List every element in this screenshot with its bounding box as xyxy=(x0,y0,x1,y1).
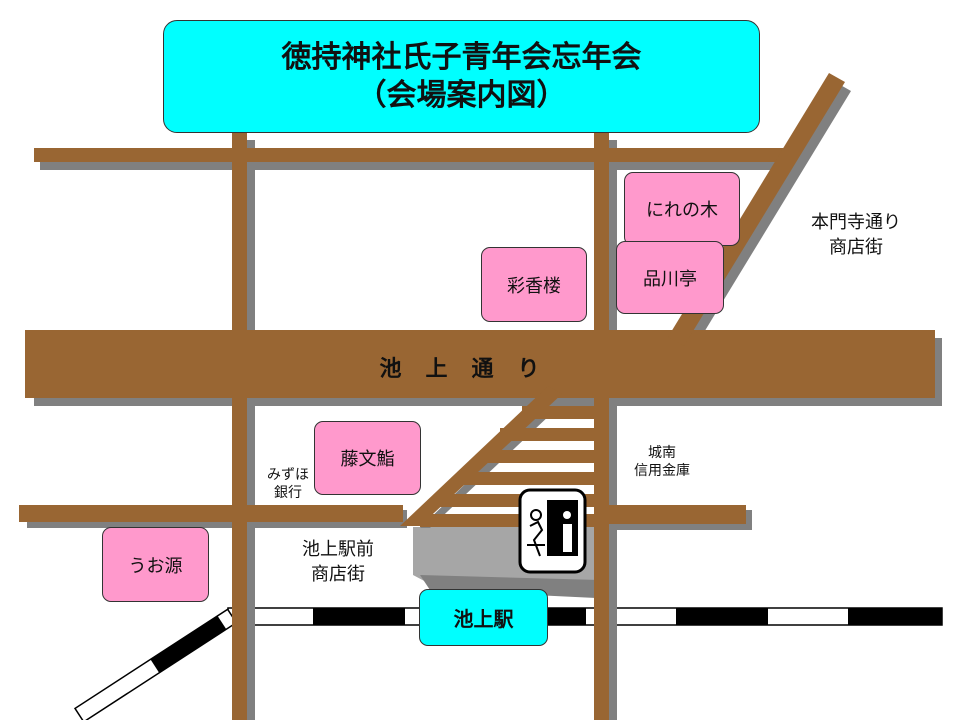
landmark-jonan-line2: 信用金庫 xyxy=(634,463,690,479)
railway-line xyxy=(227,607,943,626)
ekimae-road xyxy=(19,505,403,522)
landmark-jonan-shinkin: 城南 信用金庫 xyxy=(622,444,702,480)
area-label-ekimae-line1: 池上駅前 xyxy=(302,539,374,560)
map-title: 徳持神社氏子青年会忘年会 xyxy=(281,39,642,75)
area-label-ekimae: 池上駅前 商店街 xyxy=(283,537,393,587)
public-toilet-icon xyxy=(518,488,587,574)
top-road xyxy=(34,148,792,162)
area-label-honmonji: 本門寺通り 商店街 xyxy=(796,210,916,260)
road-label-ikegami-dori: 池 上 通 り xyxy=(379,357,541,382)
landmark-jonan-line1: 城南 xyxy=(648,445,676,461)
venue-shinagawatei[interactable]: 品川亭 xyxy=(616,241,724,314)
venue-nirenoki[interactable]: にれの木 xyxy=(624,172,740,246)
landmark-mizuho-bank: みずほ 銀行 xyxy=(258,466,318,502)
west-vertical-road xyxy=(232,130,247,720)
venue-saikoro[interactable]: 彩香楼 xyxy=(481,247,587,322)
landmark-mizuho-line1: みずほ xyxy=(267,467,309,483)
station-platform-shadow xyxy=(420,575,600,598)
area-label-honmonji-line1: 本門寺通り xyxy=(811,212,901,233)
venue-fujibunzushi[interactable]: 藤文鮨 xyxy=(314,421,421,495)
landmark-mizuho-line2: 銀行 xyxy=(274,485,302,501)
railway-branch xyxy=(73,608,238,720)
area-label-honmonji-line2: 商店街 xyxy=(829,237,883,258)
ikegami-dori-road xyxy=(25,330,935,398)
station-diagonal-road xyxy=(400,386,562,526)
jonan-side-road xyxy=(608,505,746,524)
map-title-box: 徳持神社氏子青年会忘年会 （会場案内図） xyxy=(163,20,760,133)
map-subtitle: （会場案内図） xyxy=(356,77,567,113)
station-ikegami[interactable]: 池上駅 xyxy=(419,589,548,646)
east-vertical-road xyxy=(594,130,609,720)
area-label-ekimae-line2: 商店街 xyxy=(311,564,365,585)
venue-uogen[interactable]: うお源 xyxy=(102,527,209,602)
